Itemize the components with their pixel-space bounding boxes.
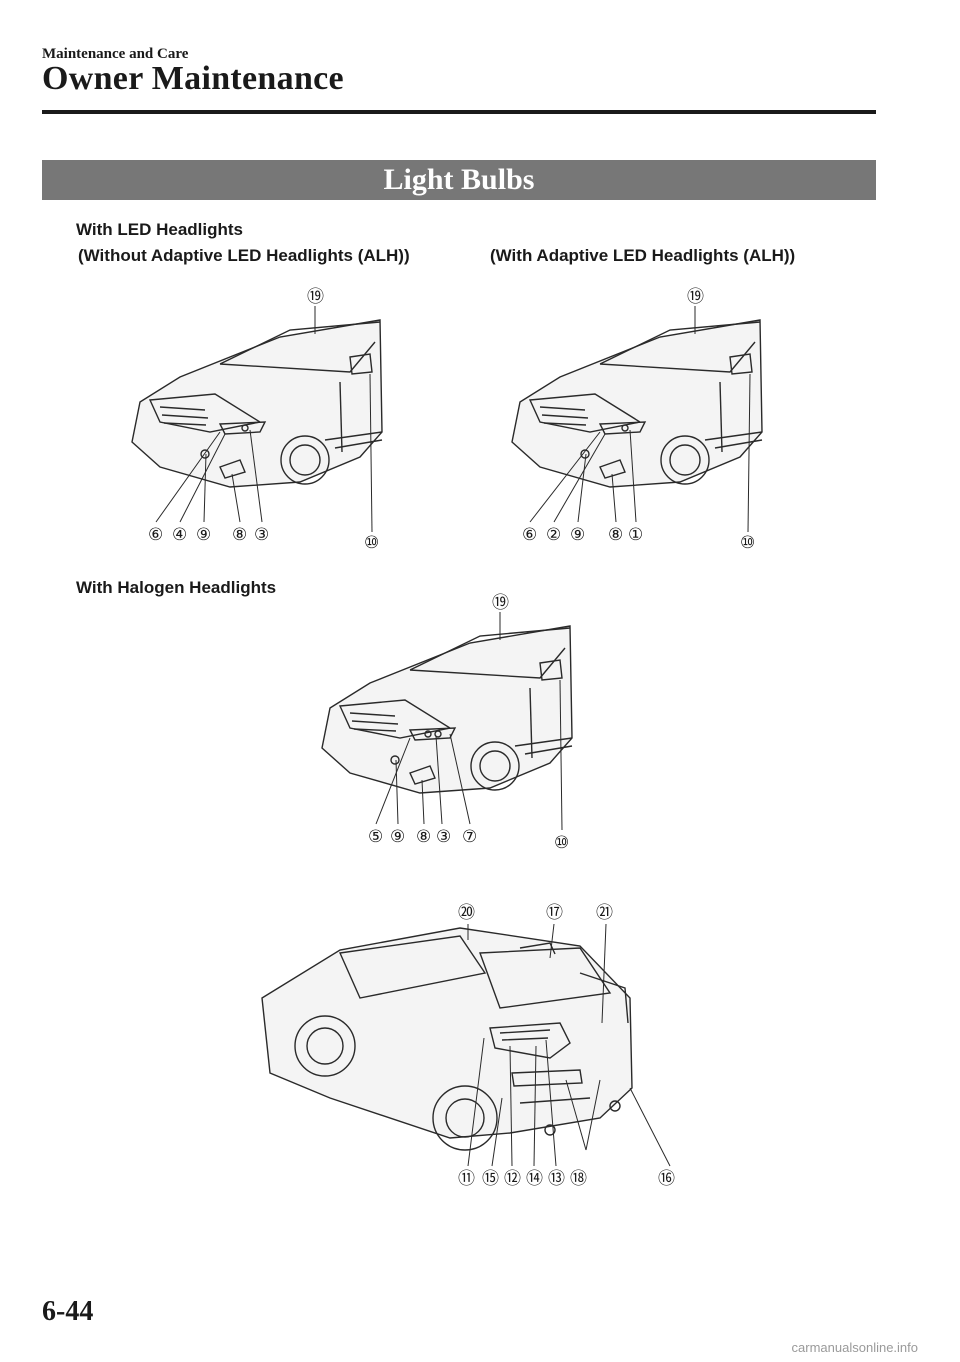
callout-10: ⑩	[740, 533, 755, 552]
callout-3: ③	[254, 525, 269, 544]
callout-18: ⑱	[570, 1169, 587, 1188]
callout-19: ⑲	[687, 287, 704, 306]
page-number: 6-44	[42, 1296, 94, 1327]
car-front-illustration	[321, 625, 573, 794]
callout-13: ⑬	[548, 1169, 565, 1188]
callout-9: ⑨	[570, 525, 585, 544]
callout-3: ③	[436, 827, 451, 846]
callout-leaders	[155, 306, 373, 533]
callout-17: ⑰	[546, 903, 563, 922]
rear-diagram: ⑳ ⑰ ㉑ ⑪ ⑮ ⑫ ⑭ ⑬ ⑱ ⑯	[261, 903, 675, 1188]
callout-leaders	[529, 306, 751, 533]
callout-12: ⑫	[504, 1169, 521, 1188]
callout-16: ⑯	[658, 1169, 675, 1188]
callout-1: ①	[628, 525, 643, 544]
callout-9: ⑨	[390, 827, 405, 846]
callout-10: ⑩	[364, 533, 379, 552]
without-alh-caption: (Without Adaptive LED Headlights (ALH))	[78, 246, 410, 265]
callout-19: ⑲	[307, 287, 324, 306]
car-rear-illustration	[261, 927, 633, 1151]
callout-6: ⑥	[522, 525, 537, 544]
callout-10: ⑩	[554, 833, 569, 852]
callout-11: ⑪	[458, 1169, 475, 1188]
page-title: Owner Maintenance	[42, 60, 344, 97]
callout-14: ⑭	[526, 1169, 543, 1188]
callout-6: ⑥	[148, 525, 163, 544]
callout-8: ⑧	[416, 827, 431, 846]
with-alh-caption: (With Adaptive LED Headlights (ALH))	[490, 246, 796, 265]
callout-19: ⑲	[492, 593, 509, 612]
section-label: Maintenance and Care	[42, 46, 189, 62]
callout-8: ⑧	[232, 525, 247, 544]
car-front-illustration	[511, 319, 763, 488]
light-bulbs-banner: Light Bulbs	[42, 160, 876, 200]
callout-leaders	[375, 612, 563, 831]
callout-21: ㉑	[596, 903, 613, 922]
front-led-no-alh-diagram: ⑲ ⑥ ④ ⑨ ⑧ ③ ⑩	[131, 287, 383, 552]
callout-20: ⑳	[458, 903, 475, 922]
callout-5: ⑤	[368, 827, 383, 846]
front-led-alh-diagram: ⑲ ⑥ ② ⑨ ⑧ ① ⑩	[511, 287, 763, 552]
callout-4: ④	[172, 525, 187, 544]
callout-9: ⑨	[196, 525, 211, 544]
car-front-illustration	[131, 319, 383, 488]
watermark: carmanualsonline.info	[791, 1340, 918, 1355]
led-headlights-heading: With LED Headlights	[76, 220, 244, 239]
halogen-headlights-heading: With Halogen Headlights	[76, 578, 277, 597]
callout-15: ⑮	[482, 1169, 499, 1188]
callout-8: ⑧	[608, 525, 623, 544]
title-divider	[42, 110, 876, 114]
callout-7: ⑦	[462, 827, 477, 846]
callout-2: ②	[546, 525, 561, 544]
callout-leaders	[467, 923, 671, 1167]
front-halogen-diagram: ⑲ ⑤ ⑨ ⑧ ③ ⑦ ⑩	[321, 593, 573, 852]
